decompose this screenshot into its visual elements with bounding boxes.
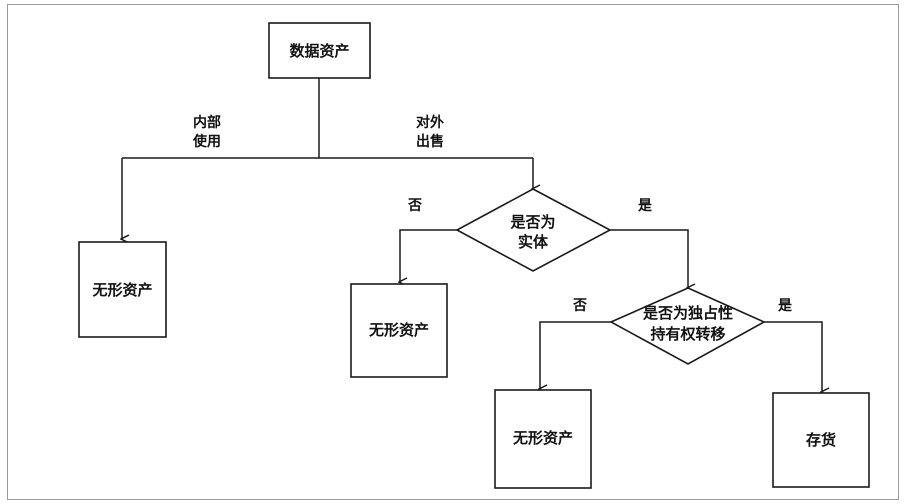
node-intangible-non-exclusive: 无形资产 (494, 389, 592, 489)
connectors (122, 78, 822, 392)
edge-label-external-sale-1: 对外 (416, 114, 444, 131)
arrow-exclusive-no (540, 321, 611, 389)
diagram-frame (7, 4, 899, 500)
edge-label-entity-no: 否 (407, 198, 422, 214)
node-entity-decision-label-2: 实体 (518, 233, 549, 251)
node-inventory-label: 存货 (806, 431, 836, 449)
edge-label-exclusive-yes: 是 (778, 298, 793, 314)
edge-label-internal-use-1: 内部 (193, 114, 221, 131)
edge-label-entity-yes: 是 (638, 198, 653, 214)
node-root: 数据资产 (268, 22, 371, 79)
edge-label-external-sale-2: 出售 (416, 133, 444, 150)
arrow-entity-yes (610, 229, 688, 288)
arrow-exclusive-yes (764, 321, 822, 392)
edge-label-exclusive-no: 否 (572, 298, 587, 314)
node-intangible-non-exclusive-label: 无形资产 (512, 429, 573, 447)
node-inventory: 存货 (772, 392, 870, 488)
node-intangible-internal: 无形资产 (78, 241, 167, 338)
node-intangible-non-entity-label: 无形资产 (368, 321, 429, 339)
node-exclusive-decision-label-2: 持有权转移 (650, 325, 725, 343)
node-entity-decision: 是否为 实体 (455, 188, 612, 272)
node-intangible-internal-label: 无形资产 (91, 281, 152, 299)
arrow-entity-no (400, 229, 457, 282)
node-root-label: 数据资产 (289, 42, 349, 60)
edge-label-internal-use-2: 使用 (192, 133, 221, 150)
node-exclusive-decision-label-1: 是否为独占性 (642, 304, 733, 322)
node-entity-decision-label-1: 是否为 (509, 213, 555, 231)
node-intangible-non-entity: 无形资产 (350, 283, 448, 378)
node-exclusive-decision: 是否为独占性 持有权转移 (609, 287, 766, 365)
